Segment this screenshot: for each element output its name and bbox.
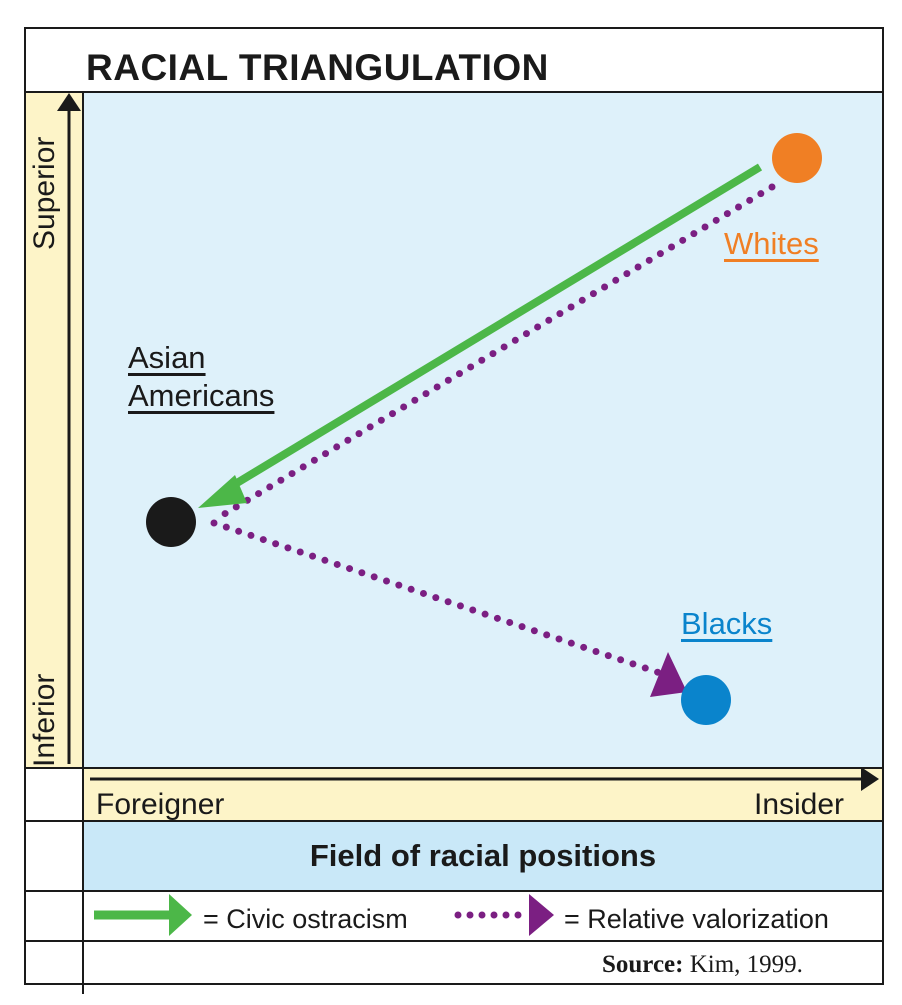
x-axis-insider-label: Insider: [754, 788, 845, 821]
y-axis-band: [26, 93, 82, 767]
valorization-line-asian-blacks: [210, 519, 664, 677]
x-axis-foreigner-label: Foreigner: [96, 788, 225, 821]
blacks-node: [681, 675, 731, 725]
left-column-divider: [82, 93, 84, 994]
valorization-line-whites-asian: [212, 183, 776, 523]
x-axis-arrowhead: [861, 767, 879, 791]
source-prefix: Source:: [602, 951, 684, 978]
y-axis-arrowhead: [57, 93, 81, 111]
legend-divider: [26, 940, 882, 942]
valorization-arrowhead: [650, 652, 687, 697]
asian-label-line1: Asian: [128, 340, 206, 375]
legend-valor-arrowhead: [529, 894, 554, 936]
asian-label-line2: Americans: [128, 378, 275, 413]
source-text: Kim, 1999.: [689, 951, 803, 978]
plot-bottom-divider: [26, 767, 882, 769]
diagram-graphics: [57, 93, 879, 936]
whites-node: [772, 133, 822, 183]
legend-valorization-label: = Relative valorization: [564, 904, 829, 934]
legend-civic-label: = Civic ostracism: [203, 904, 408, 934]
plot-area: [84, 93, 882, 767]
figure-frame: RACIAL TRIANGULATION Field of racial pos…: [24, 27, 884, 994]
source-note: Source: Kim, 1999.: [602, 951, 803, 979]
x-axis-divider: [26, 820, 882, 822]
civic-ostracism-arrowhead: [198, 475, 247, 508]
legend-civic-arrowhead: [169, 894, 192, 936]
field-divider: [26, 890, 882, 892]
asian-americans-node: [146, 497, 196, 547]
blacks-label: Blacks: [681, 606, 773, 641]
whites-label: Whites: [724, 226, 819, 261]
field-label: Field of racial positions: [84, 822, 882, 890]
page-title: RACIAL TRIANGULATION: [86, 47, 549, 88]
title-divider: [26, 91, 882, 93]
asian-americans-label: Asian Americans: [128, 339, 274, 415]
civic-ostracism-arrow-line: [219, 163, 763, 496]
